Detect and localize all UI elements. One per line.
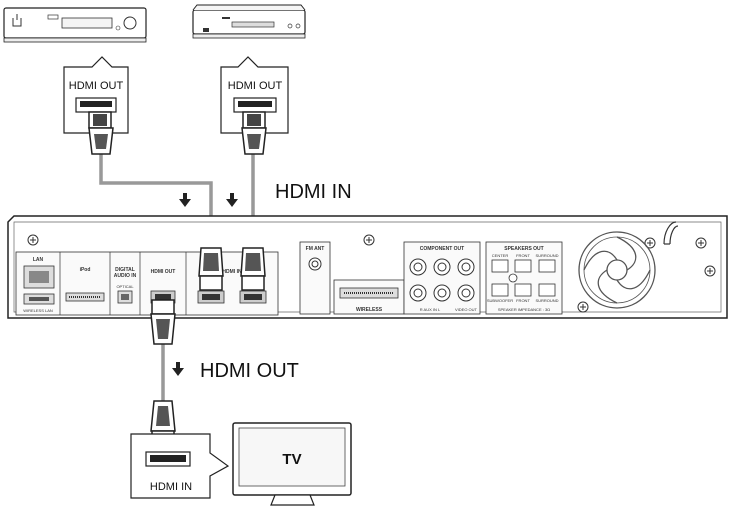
source-device-2 (192, 4, 306, 39)
digital-audio-in-label-2: AUDIO IN (114, 273, 137, 279)
digital-audio-in-label: DIGITAL (115, 267, 135, 273)
hdmi-in-port-label: HDMI IN (222, 269, 242, 275)
callout-tv-hdmi-in: HDMI IN (130, 433, 230, 499)
hdmi-plug-out-main (150, 299, 176, 345)
speakers-out-label: SPEAKERS OUT (504, 246, 543, 252)
front-label: FRONT (516, 253, 530, 258)
tv-label: TV (282, 451, 301, 468)
surround-label: SURROUND (535, 253, 558, 258)
speaker-impedance-label: SPEAKER IMPEDANCE : 3Ω (498, 307, 550, 312)
callout-source2-hdmi-out: HDMI OUT (220, 56, 289, 134)
hdmi-plug-inserted-1 (198, 247, 224, 291)
hdmi-plug-source1 (88, 111, 114, 155)
source-device-1 (3, 7, 147, 43)
hdmi-plug-inserted-2 (240, 247, 266, 291)
lan-label: LAN (33, 257, 44, 263)
hdmi-plug-source2 (241, 111, 267, 155)
wireless-label: WIRELESS (356, 307, 383, 313)
surround-label-2: SURROUND (535, 298, 558, 303)
rear-connector-section: LAN WIRELESS LAN iPod DIGITAL AUDIO IN O… (15, 251, 279, 316)
tv-hdmi-in-label: HDMI IN (150, 481, 192, 493)
component-out-label: COMPONENT OUT (420, 246, 464, 252)
speakers-out-section: SPEAKERS OUT CENTER FRONT SURROUND SUBWO… (485, 241, 563, 315)
fan-grille-icon (578, 231, 656, 309)
fm-antenna-section: FM ANT WIRELESS (299, 241, 405, 315)
source2-hdmi-out-label: HDMI OUT (228, 80, 283, 92)
hdmi-out-label: HDMI OUT (200, 360, 299, 382)
source1-hdmi-out-label: HDMI OUT (69, 80, 124, 92)
wireless-lan-label: WIRELESS LAN (23, 308, 53, 313)
callout-source1-hdmi-out: HDMI OUT (63, 56, 129, 134)
down-arrow-icon (172, 193, 238, 376)
hdmi-in-label: HDMI IN (275, 181, 352, 203)
ipod-label: iPod (80, 267, 91, 273)
component-out-section: COMPONENT OUT R AUX IN L VIDEO OUT (403, 241, 481, 315)
subwoofer-label: SUBWOOFER (487, 298, 513, 303)
video-out-label: VIDEO OUT (455, 307, 478, 312)
hdmi-out-port-label: HDMI OUT (151, 269, 176, 275)
center-label: CENTER (492, 253, 509, 258)
tv-icon: TV (232, 422, 352, 506)
optical-label: OPTICAL (116, 284, 134, 289)
fm-ant-label: FM ANT (306, 246, 325, 252)
front-label-2: FRONT (516, 298, 530, 303)
aux-in-label: R AUX IN L (420, 307, 441, 312)
